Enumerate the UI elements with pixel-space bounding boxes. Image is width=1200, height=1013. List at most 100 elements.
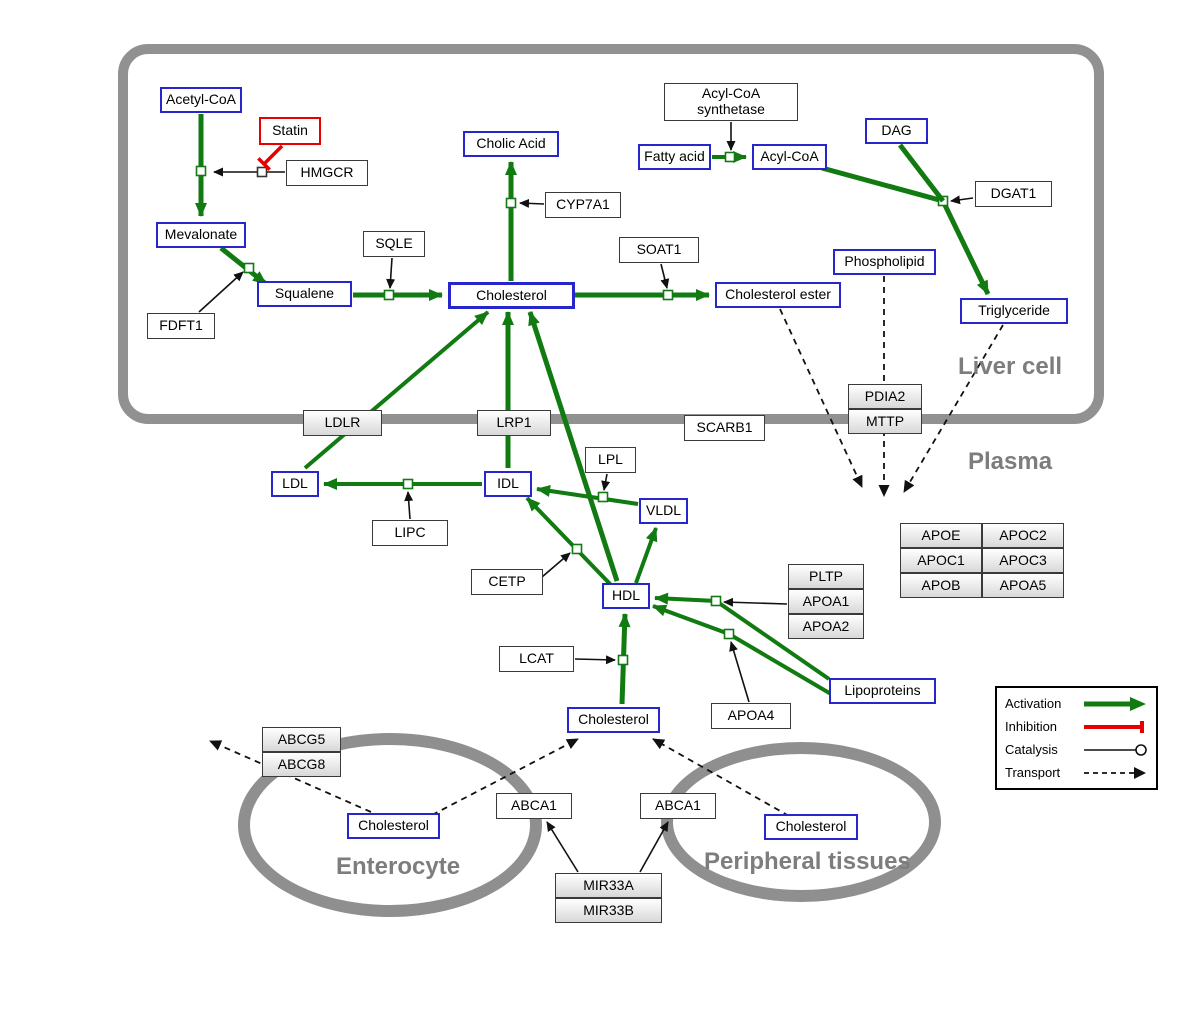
node-apoa5[interactable]: APOA5: [982, 573, 1064, 598]
node-squalene[interactable]: Squalene: [257, 281, 352, 307]
edge-anchor-lipoproteins-to-hdl-lower: [723, 628, 735, 640]
node-apoa4[interactable]: APOA4: [711, 703, 791, 729]
node-phospholipid[interactable]: Phospholipid: [833, 249, 936, 275]
edge-dag-to-junction: [898, 143, 945, 203]
edge-vldl-to-idl: [536, 484, 639, 506]
edge-anchor-cholesterol-to-cholesterylester: [662, 289, 674, 301]
liver-cell-label: Liver cell: [958, 353, 1063, 380]
legend-row-catalysis: Catalysis: [1005, 740, 1148, 760]
node-apoc3[interactable]: APOC3: [982, 548, 1064, 573]
node-mevalonate[interactable]: Mevalonate: [156, 222, 246, 248]
node-cholesterol-enterocyte[interactable]: Cholesterol: [347, 813, 440, 839]
node-cholesterol-plasma[interactable]: Cholesterol: [567, 707, 660, 733]
node-lcat[interactable]: LCAT: [499, 646, 574, 672]
node-triglyceride[interactable]: Triglyceride: [960, 298, 1068, 324]
legend-inhibition-label: Inhibition: [1005, 719, 1058, 734]
node-lipc[interactable]: LIPC: [372, 520, 448, 546]
edge-anchor-cholesterol-to-cholicacid: [505, 197, 517, 209]
node-cholesterol-ester[interactable]: Cholesterol ester: [715, 282, 841, 308]
node-cholesterol-peripheral[interactable]: Cholesterol: [764, 814, 858, 840]
transport-arrow-icon: [1084, 766, 1146, 779]
node-cholic-acid[interactable]: Cholic Acid: [463, 131, 559, 157]
legend-row-transport: Transport: [1005, 763, 1148, 783]
edge-acylcoa-to-triglyceride: [821, 165, 991, 296]
node-apoc2[interactable]: APOC2: [982, 523, 1064, 548]
node-pdia2[interactable]: PDIA2: [848, 384, 922, 409]
enterocyte-label: Enterocyte: [336, 853, 461, 880]
node-cyp7a1[interactable]: CYP7A1: [545, 192, 621, 218]
edge-enterocyte-cholesterol-to-plasma: [431, 738, 579, 816]
node-fdft1[interactable]: FDFT1: [147, 313, 215, 339]
node-apoc1[interactable]: APOC1: [900, 548, 982, 573]
activation-arrow-icon: [1084, 696, 1146, 711]
node-cetp[interactable]: CETP: [471, 569, 543, 595]
node-mir33a[interactable]: MIR33A: [555, 873, 662, 898]
edge-anchor-idl-to-ldl: [402, 478, 414, 490]
node-lrp1[interactable]: LRP1: [477, 410, 551, 436]
edge-anchor-hdl-to-idl: [571, 543, 583, 555]
node-pltp[interactable]: PLTP: [788, 564, 864, 589]
node-acyl-coa[interactable]: Acyl-CoA: [752, 144, 827, 170]
edge-lipc-catalysis: [404, 491, 414, 520]
node-idl[interactable]: IDL: [484, 471, 532, 497]
node-fatty-acid[interactable]: Fatty acid: [638, 144, 711, 170]
node-acetyl-coa[interactable]: Acetyl-CoA: [160, 87, 242, 113]
node-abca1-right[interactable]: ABCA1: [640, 793, 716, 819]
edge-anchor-hmgcr-catalysis: [256, 166, 268, 178]
edge-hdl-to-vldl: [634, 527, 658, 584]
node-hdl[interactable]: HDL: [602, 583, 650, 609]
node-ldlr[interactable]: LDLR: [303, 410, 382, 436]
node-dgat1[interactable]: DGAT1: [975, 181, 1052, 207]
node-statin[interactable]: Statin: [259, 117, 321, 145]
node-ldl[interactable]: LDL: [271, 471, 319, 497]
node-sqle[interactable]: SQLE: [363, 231, 425, 257]
node-acyl-coa-synthetase[interactable]: Acyl-CoA synthetase: [664, 83, 798, 121]
edge-lcat-catalysis: [574, 655, 616, 665]
legend: Activation Inhibition Catalysis Transpor…: [995, 686, 1158, 790]
edge-peripheral-cholesterol-to-plasma: [652, 738, 790, 817]
node-lpl[interactable]: LPL: [585, 447, 636, 473]
node-hmgcr[interactable]: HMGCR: [286, 160, 368, 186]
node-dag[interactable]: DAG: [865, 118, 928, 144]
edge-mevalonate-to-squalene: [219, 246, 268, 286]
edge-mir33-to-abca1-left: [546, 821, 579, 873]
edge-mir33-to-abca1-right: [639, 821, 669, 873]
node-abca1-left[interactable]: ABCA1: [496, 793, 572, 819]
node-scarb1[interactable]: SCARB1: [684, 415, 765, 441]
edge-apoa-stack-catalysis: [723, 597, 788, 607]
edge-anchor-mevalonate-to-squalene: [243, 262, 255, 274]
edge-hdl-to-liver-cholesterol: [527, 311, 620, 582]
node-lipoproteins[interactable]: Lipoproteins: [829, 678, 936, 704]
edge-soat1-catalysis: [660, 263, 670, 289]
edge-sqle-catalysis: [386, 257, 396, 289]
node-vldl[interactable]: VLDL: [639, 498, 688, 524]
edge-anchor-plasma-cholesterol-to-hdl: [617, 654, 629, 666]
edge-statin-inhibits-hmgcr-tbar-icon: [257, 157, 271, 171]
node-abcg8[interactable]: ABCG8: [262, 752, 341, 777]
node-apob[interactable]: APOB: [900, 573, 982, 598]
edge-statin-inhibits-hmgcr: [262, 144, 284, 166]
node-cholesterol-liver[interactable]: Cholesterol: [448, 282, 575, 309]
legend-row-activation: Activation: [1005, 694, 1148, 714]
edge-anchor-fattyacid-to-acylcoa: [724, 151, 736, 163]
node-mir33b[interactable]: MIR33B: [555, 898, 662, 923]
node-apoa1[interactable]: APOA1: [788, 589, 864, 614]
node-apoa2[interactable]: APOA2: [788, 614, 864, 639]
node-mttp[interactable]: MTTP: [848, 409, 922, 434]
edge-fdft1-catalysis: [198, 271, 244, 313]
edge-lpl-catalysis: [601, 473, 611, 491]
edge-cetp-catalysis: [541, 552, 571, 578]
edge-anchor-vldl-to-idl: [597, 491, 609, 503]
legend-catalysis-label: Catalysis: [1005, 742, 1058, 757]
node-abcg5[interactable]: ABCG5: [262, 727, 341, 752]
legend-transport-label: Transport: [1005, 765, 1061, 780]
edge-apoa4-catalysis: [729, 641, 750, 703]
edge-enterocyte-cholesterol-efflux-abcg: [209, 740, 372, 813]
edge-dgat1-catalysis: [950, 195, 974, 205]
node-soat1[interactable]: SOAT1: [619, 237, 699, 263]
edge-ldl-to-liver-cholesterol: [303, 310, 490, 470]
node-apoe[interactable]: APOE: [900, 523, 982, 548]
edge-anchor-lipoproteins-to-hdl-upper: [710, 595, 722, 607]
